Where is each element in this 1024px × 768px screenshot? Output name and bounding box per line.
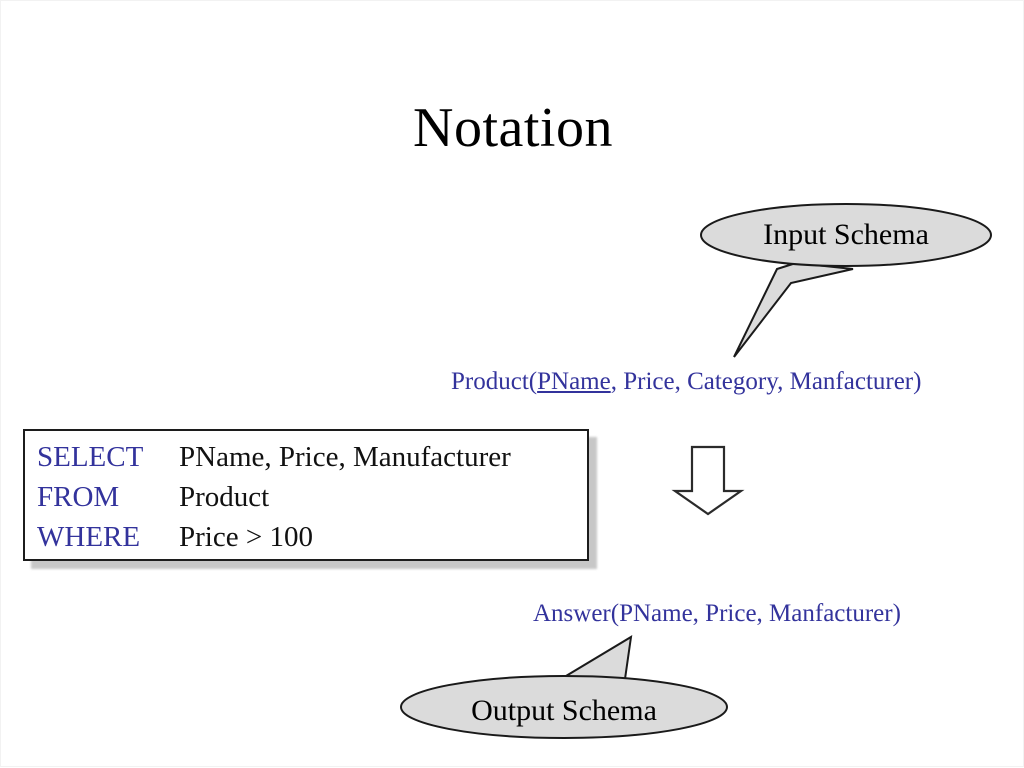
- sql-clause-where: Price > 100: [179, 521, 313, 553]
- output-schema-callout-label: Output Schema: [471, 694, 657, 727]
- input-schema-text: Product(PName, Price, Category, Manfactu…: [451, 367, 921, 397]
- sql-line-where: WHERE Price > 100: [37, 517, 583, 557]
- input-schema-open-paren: (: [528, 368, 538, 395]
- page-title: Notation: [413, 97, 613, 159]
- sql-line-select: SELECT PName, Price, Manufacturer: [37, 437, 583, 477]
- input-schema-relation: Product: [451, 368, 529, 395]
- down-arrow-icon: [671, 445, 745, 516]
- output-schema-text: Answer(PName, Price, Manfacturer): [533, 600, 901, 627]
- sql-query-box: SELECT PName, Price, Manufacturer FROM P…: [23, 429, 589, 561]
- input-schema-other-attributes: , Price, Category, Manfacturer: [610, 368, 914, 395]
- sql-clause-select: PName, Price, Manufacturer: [179, 441, 511, 473]
- sql-keyword-where: WHERE: [37, 521, 141, 553]
- input-schema-close-paren: ): [913, 368, 922, 395]
- input-schema-callout-label: Input Schema: [763, 218, 929, 251]
- sql-query-lines: SELECT PName, Price, Manufacturer FROM P…: [37, 437, 583, 557]
- sql-line-from: FROM Product: [37, 477, 583, 517]
- input-schema-key-attribute: PName: [537, 368, 611, 395]
- sql-clause-from: Product: [179, 481, 270, 513]
- sql-keyword-from: FROM: [37, 481, 120, 513]
- sql-keyword-select: SELECT: [37, 441, 144, 473]
